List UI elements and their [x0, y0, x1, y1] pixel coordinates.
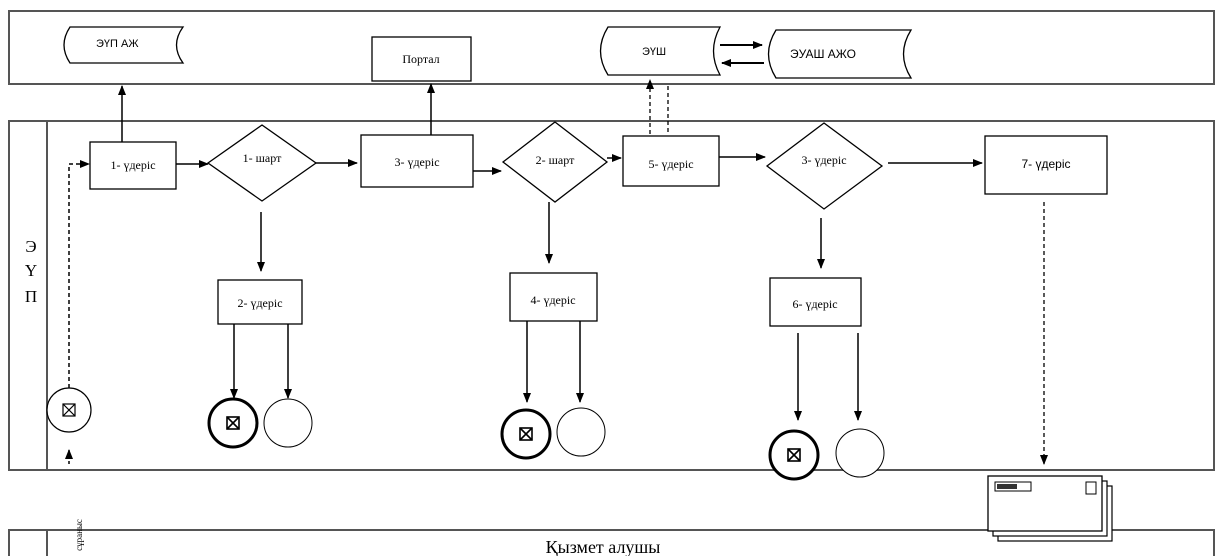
euash-azho-label: ЭУАШ АЖО: [790, 47, 856, 61]
condition-2-label: 2- шарт: [536, 153, 575, 167]
terminate-event-2: [556, 407, 606, 457]
process-2: 2- үдеріс: [217, 279, 303, 325]
request-label: сұраныс: [74, 519, 84, 551]
lane-eup-letter-1: Э: [25, 237, 36, 256]
process-4: 4- үдеріс: [509, 272, 598, 322]
process-4-label: 4- үдеріс: [530, 293, 575, 307]
portal-box: Портал: [371, 36, 472, 82]
process-1: 1- үдеріс: [89, 141, 177, 190]
service-recipient-label: Қызмет алушы: [546, 537, 661, 556]
process-5: 5- үдеріс: [622, 135, 720, 187]
condition-1-label: 1- шарт: [243, 151, 282, 165]
euash-azho-database: ЭУАШ АЖО: [767, 29, 913, 79]
condition-1: 1- шарт: [206, 124, 318, 202]
start-to-p1-arrow: [68, 160, 90, 388]
end-event-1-icon: [226, 416, 240, 430]
terminate-event-1: [263, 398, 313, 448]
condition-2: 2- шарт: [501, 121, 609, 203]
process-6: 6- үдеріс: [769, 277, 862, 327]
process-3: 3- үдеріс: [360, 134, 474, 188]
condition-3-label: 3- үдеріс: [801, 153, 846, 167]
portal-label: Портал: [402, 52, 439, 66]
eup-azh-label: ЭҮП АЖ: [96, 38, 138, 50]
envelope-icon: [987, 475, 1113, 542]
condition-3: 3- үдеріс: [765, 122, 884, 210]
process-1-label: 1- үдеріс: [110, 158, 155, 172]
process-7: 7- үдеріс: [984, 135, 1108, 195]
process-7-label: 7- үдеріс: [1021, 157, 1070, 171]
process-5-label: 5- үдеріс: [648, 157, 693, 171]
process-2-label: 2- үдеріс: [237, 296, 282, 310]
eush-label: ЭҮШ: [642, 46, 666, 58]
terminate-event-3: [835, 428, 885, 478]
process-6-label: 6- үдеріс: [792, 297, 837, 311]
end-event-3-icon: [787, 448, 801, 462]
eush-database: ЭҮШ: [599, 26, 722, 76]
lane-eup-letter-3: П: [25, 287, 37, 306]
start-event-icon: [62, 403, 76, 417]
lane-eup-letter-2: Ү: [25, 261, 37, 280]
process-3-label: 3- үдеріс: [394, 155, 439, 169]
eup-azh-database: ЭҮП АЖ: [63, 26, 185, 64]
end-event-2-icon: [519, 427, 533, 441]
